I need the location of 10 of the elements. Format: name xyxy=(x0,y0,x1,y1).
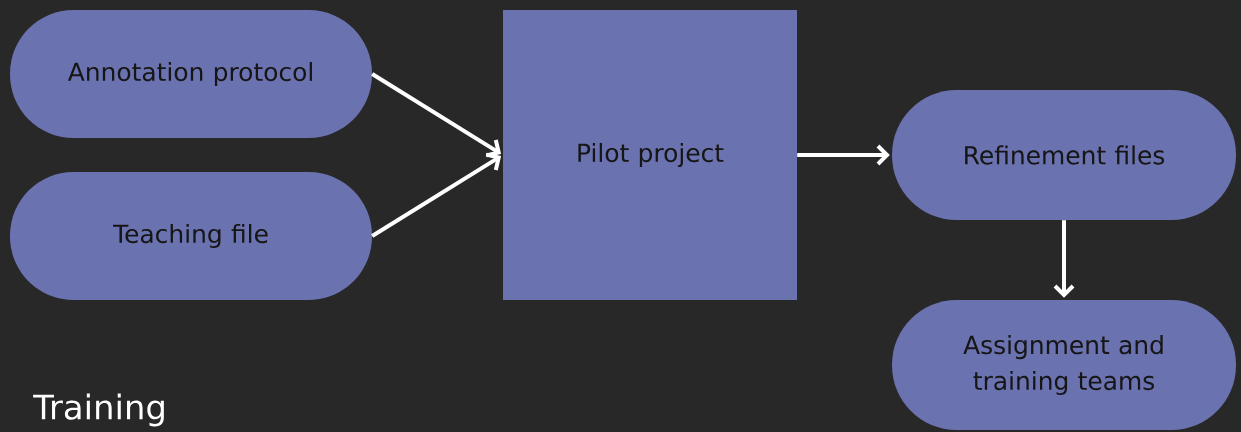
rounded-box: Assignment and training teams xyxy=(892,300,1236,430)
arrow xyxy=(797,144,890,166)
rounded-box: Teaching file xyxy=(10,172,372,300)
process-box: Pilot project xyxy=(503,10,797,300)
rounded-box: Annotation protocol xyxy=(10,10,372,138)
arrow xyxy=(371,152,502,238)
rounded-box: Refinement files xyxy=(892,90,1236,220)
arrow xyxy=(1053,220,1075,298)
arrow xyxy=(371,72,502,158)
heading: Training xyxy=(33,393,164,427)
